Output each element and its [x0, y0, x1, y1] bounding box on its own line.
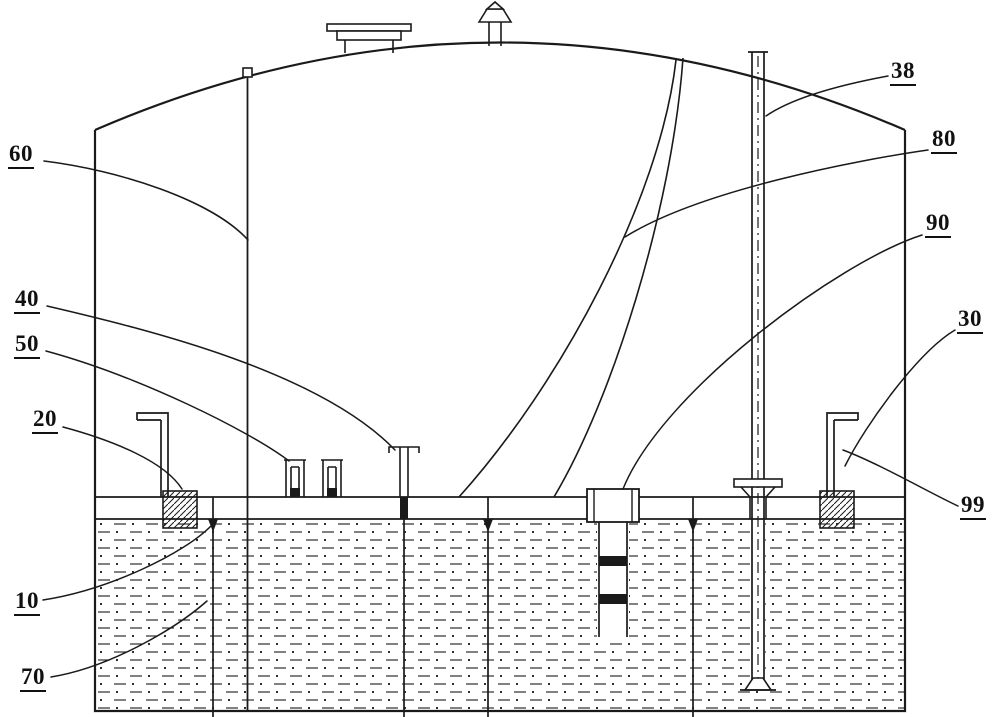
leg-pin: [208, 519, 218, 532]
gauge-pipe: [740, 51, 776, 691]
leg-pin: [688, 519, 698, 532]
guide-pole-anchor: [242, 67, 253, 78]
label-30: 30: [957, 306, 983, 335]
deck-support-2: [321, 459, 343, 497]
label-60: 60: [8, 141, 34, 170]
roof-vent: [477, 0, 513, 46]
leader-10: [42, 524, 213, 601]
label-20: 20: [32, 406, 58, 435]
sleeve-flange: [733, 478, 783, 488]
ladder-rung-2: [599, 594, 627, 604]
deck-vent-top: [388, 446, 420, 497]
manhole-cover: [326, 23, 412, 32]
guide-pole: [242, 67, 253, 711]
ladder-rung-1: [599, 556, 627, 566]
deck-vent-through: [400, 497, 408, 519]
roof-manhole: [326, 23, 412, 53]
vent-stem: [488, 22, 502, 46]
deck-vent: [388, 446, 420, 717]
leader-70: [50, 600, 208, 678]
label-50: 50: [14, 331, 40, 360]
ladder: [598, 522, 628, 637]
support-frame: [284, 459, 306, 497]
manhole-neck: [336, 30, 402, 41]
label-40: 40: [14, 286, 40, 315]
gauge-pipe-walls: [748, 51, 768, 686]
vent-hood-peak: [484, 0, 506, 10]
label-80: 80: [931, 126, 957, 155]
cable-curve: [458, 57, 684, 498]
deck-leg-2: [483, 497, 493, 717]
vent-hood: [477, 8, 513, 23]
support-foot: [327, 488, 337, 497]
leader-30: [844, 329, 956, 467]
right-rim-seal: [819, 490, 855, 529]
leg-pin: [483, 519, 493, 532]
leader-40: [46, 305, 396, 451]
cable-curve-right: [553, 57, 684, 498]
ladder-rails: [598, 522, 628, 637]
tank-walls-bottom: [93, 130, 907, 713]
deck-lines: [95, 496, 905, 520]
label-10: 10: [14, 588, 40, 617]
deck-leg-3: [688, 497, 698, 717]
leader-99: [842, 449, 959, 507]
support-foot: [290, 488, 300, 497]
leader-lines: [42, 75, 959, 678]
pipe-deck-sleeve: [733, 478, 783, 519]
sleeve-walls: [740, 486, 776, 519]
label-70: 70: [20, 664, 46, 693]
ladder-backer: [597, 519, 629, 637]
tank-shell: [93, 41, 907, 713]
right-rim-bracket: [826, 412, 859, 497]
left-rim-bracket: [136, 412, 169, 497]
label-90: 90: [925, 210, 951, 239]
deck-hatch-box: [586, 488, 640, 523]
leader-20: [62, 426, 183, 490]
leader-50: [45, 350, 290, 462]
label-38: 38: [890, 58, 916, 87]
cable-curve-left: [458, 59, 677, 498]
label-99: 99: [960, 492, 986, 521]
leader-80: [624, 149, 929, 238]
hatch-box-inner: [593, 489, 633, 522]
tank-dome: [94, 41, 906, 132]
leader-60: [43, 160, 249, 241]
support-frame: [321, 459, 343, 497]
left-rim-seal: [162, 490, 198, 529]
deck-leg-1: [208, 497, 218, 717]
liquid-fill: [96, 519, 904, 711]
leader-38: [765, 75, 889, 117]
floating-deck: [95, 496, 905, 520]
leader-90: [622, 234, 923, 490]
deck-plate: [95, 497, 905, 519]
manhole-legs: [344, 40, 394, 53]
hatch-box: [586, 488, 640, 523]
deck-support-1: [284, 459, 306, 497]
